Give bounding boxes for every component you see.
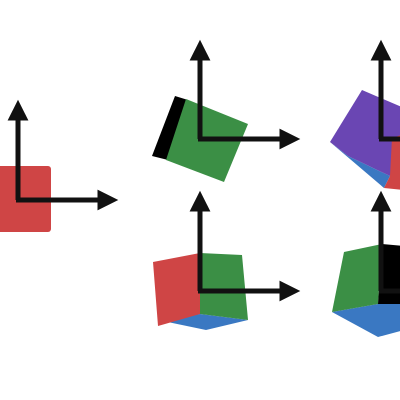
green-face — [200, 253, 248, 320]
panel-cube-front — [153, 190, 301, 330]
panel-cube-side — [332, 190, 400, 337]
blue-face — [332, 304, 400, 337]
red-face — [153, 253, 200, 326]
panel-rotated-square — [152, 39, 301, 182]
blue-face — [330, 142, 390, 188]
panel-rotated-cube — [330, 39, 400, 190]
green-face — [332, 244, 382, 312]
red-face — [384, 135, 400, 190]
panel-flat-square — [0, 99, 119, 232]
black-face — [152, 96, 188, 160]
purple-face — [330, 90, 400, 176]
